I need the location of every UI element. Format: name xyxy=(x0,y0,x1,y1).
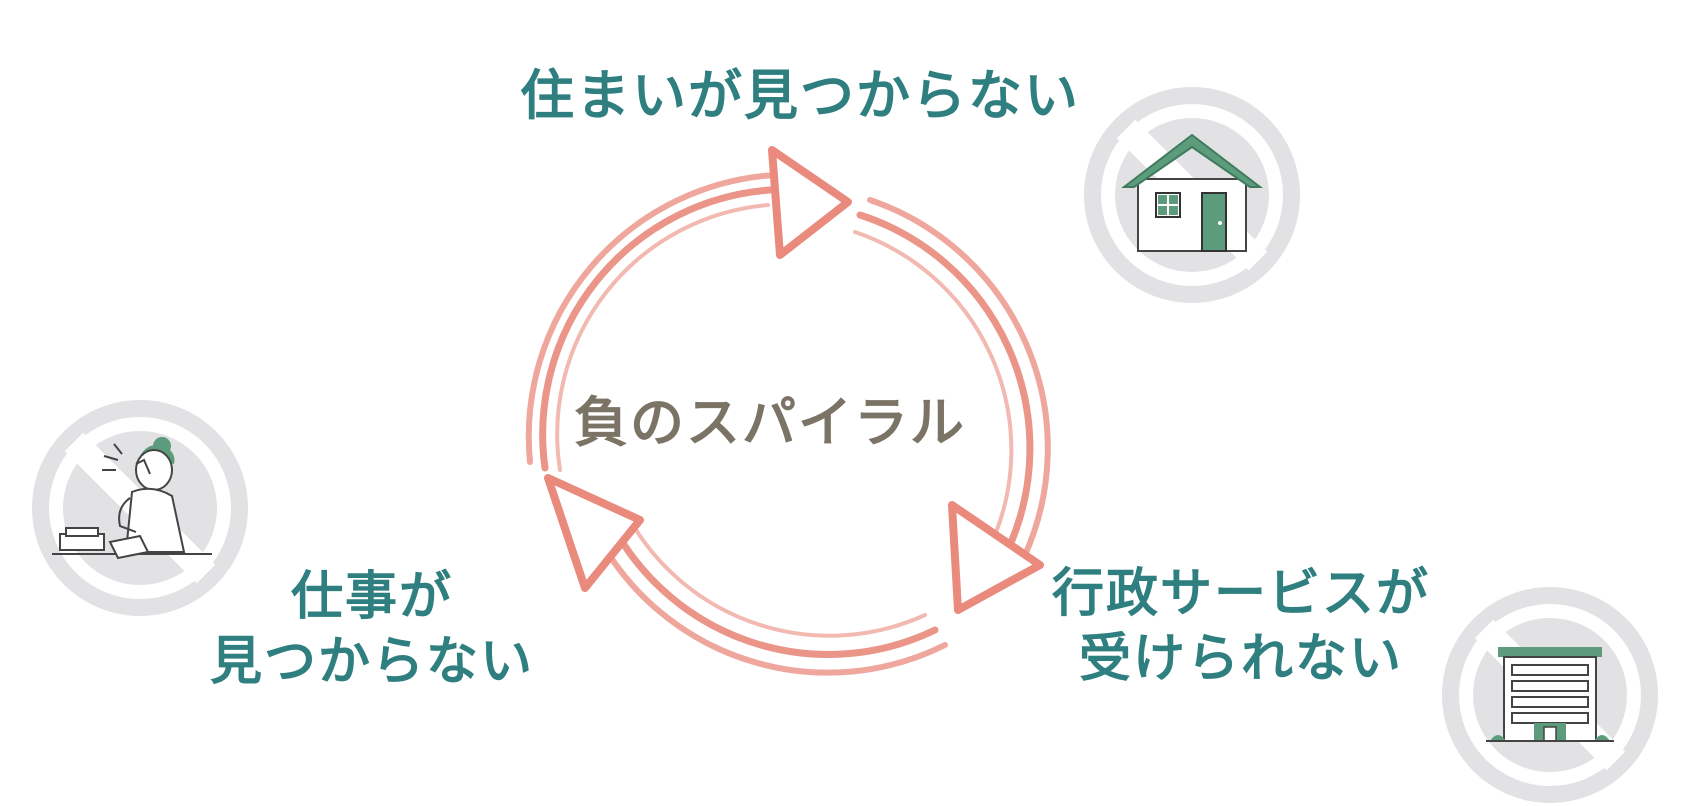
no-government-building-icon xyxy=(1442,587,1658,803)
cycle-arrows xyxy=(525,146,1051,676)
no-house-icon xyxy=(1084,87,1300,303)
arrow-to-housing xyxy=(525,146,852,472)
node-label-job: 仕事が 見つからない xyxy=(210,565,534,695)
node-label-housing: 住まいが見つからない xyxy=(520,62,1080,130)
no-job-person-icon xyxy=(32,400,248,616)
node-label-line: 見つからない xyxy=(210,632,535,692)
node-label-line: 住まいが見つからない xyxy=(520,64,1080,127)
arrow-to-job xyxy=(544,474,948,676)
node-label-services: 行政サービスが 受けられない xyxy=(1052,562,1430,692)
arrow-to-services xyxy=(853,197,1051,614)
node-label-line: 受けられない xyxy=(1079,629,1404,689)
center-label: 負のスパイラル xyxy=(574,391,966,454)
node-label-line: 行政サービスが xyxy=(1052,564,1431,624)
node-label-line: 仕事が xyxy=(291,567,454,627)
